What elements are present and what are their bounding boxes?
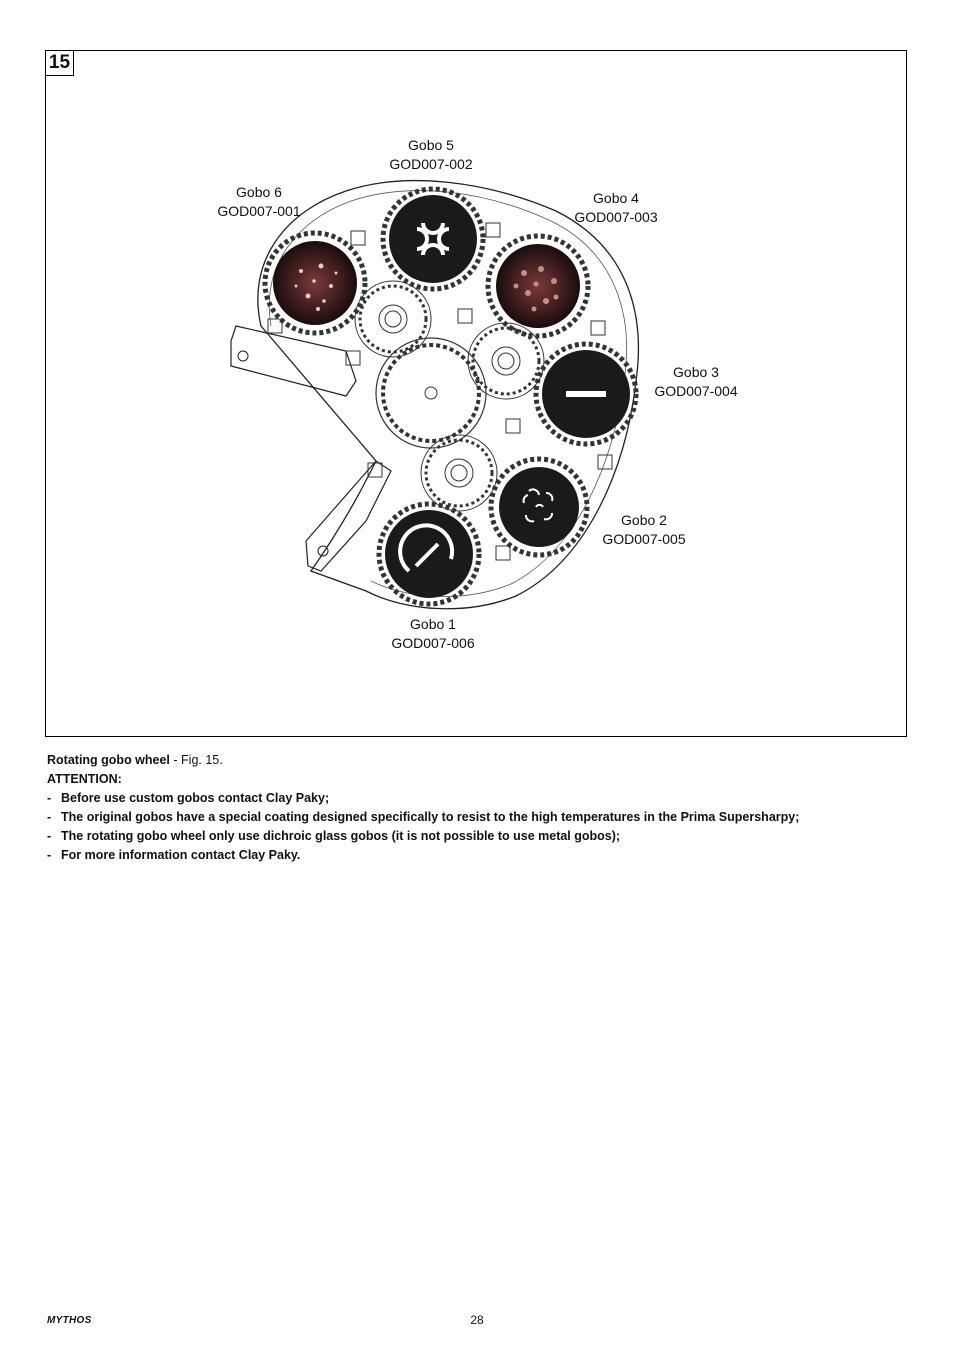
bracket-lower: [305, 460, 392, 572]
caption-title: Rotating gobo wheel - Fig. 15.: [47, 751, 907, 770]
gobo-4-holder: [485, 233, 591, 339]
gobo-2-name: Gobo 2: [621, 512, 667, 528]
attention-item: -The rotating gobo wheel only use dichro…: [47, 827, 907, 846]
gobo-1-label: Gobo 1 GOD007-006: [373, 615, 493, 653]
idler-gear-3: [420, 434, 498, 512]
gobo-6-holder: [262, 230, 368, 336]
gobo-wheel-drawing: [230, 179, 640, 610]
attention-item-text: Before use custom gobos contact Clay Pak…: [61, 791, 330, 805]
page-number: 28: [470, 1313, 484, 1327]
figure-number: 15: [46, 51, 74, 76]
gobo-1-name: Gobo 1: [410, 616, 456, 632]
gobo-5-name: Gobo 5: [408, 137, 454, 153]
gobo-4-code: GOD007-003: [574, 209, 658, 225]
gobo-1-code: GOD007-006: [391, 635, 475, 651]
gobo-3-label: Gobo 3 GOD007-004: [636, 363, 756, 401]
gobo-3-holder: [533, 341, 639, 447]
gobo-5-code: GOD007-002: [389, 156, 473, 172]
attention-heading: ATTENTION:: [47, 772, 122, 786]
central-gear: [375, 337, 487, 449]
footer-brand: MYTHOS: [47, 1315, 92, 1326]
gobo-6-name: Gobo 6: [236, 184, 282, 200]
attention-item-text: For more information contact Clay Paky.: [61, 848, 301, 862]
attention-list: -Before use custom gobos contact Clay Pa…: [47, 789, 907, 865]
attention-item: -The original gobos have a special coati…: [47, 808, 907, 827]
gobo-2-label: Gobo 2 GOD007-005: [584, 511, 704, 549]
gobo-6-code: GOD007-001: [217, 203, 301, 219]
attention-item-text: The original gobos have a special coatin…: [61, 810, 800, 824]
bullet-marker: -: [47, 791, 52, 805]
gobo-4-name: Gobo 4: [593, 190, 639, 206]
gobo-2-code: GOD007-005: [602, 531, 686, 547]
screws: [267, 222, 613, 561]
gobo-6-label: Gobo 6 GOD007-001: [199, 183, 319, 221]
attention-item: -For more information contact Clay Paky.: [47, 846, 907, 865]
idler-gear-1: [354, 280, 432, 358]
bullet-marker: -: [47, 810, 52, 824]
caption-title-rest: - Fig. 15.: [169, 753, 223, 767]
gobo-4-label: Gobo 4 GOD007-003: [556, 189, 676, 227]
gobo-2-holder: [488, 456, 590, 558]
bullet-marker: -: [47, 848, 52, 862]
bracket-upper: [230, 325, 357, 397]
caption-title-bold: Rotating gobo wheel: [47, 753, 170, 767]
attention-item-text: The rotating gobo wheel only use dichroi…: [61, 829, 621, 843]
figure-frame: 15: [45, 50, 907, 737]
caption: Rotating gobo wheel - Fig. 15. ATTENTION…: [47, 751, 907, 865]
gobo-3-name: Gobo 3: [673, 364, 719, 380]
gobo-3-code: GOD007-004: [654, 383, 738, 399]
gobo-5-holder: [380, 186, 486, 292]
bullet-marker: -: [47, 829, 52, 843]
gobo-5-label: Gobo 5 GOD007-002: [371, 136, 491, 174]
gobo-1-holder: [376, 501, 482, 607]
attention-item: -Before use custom gobos contact Clay Pa…: [47, 789, 907, 808]
wheel-housing: [257, 179, 640, 610]
